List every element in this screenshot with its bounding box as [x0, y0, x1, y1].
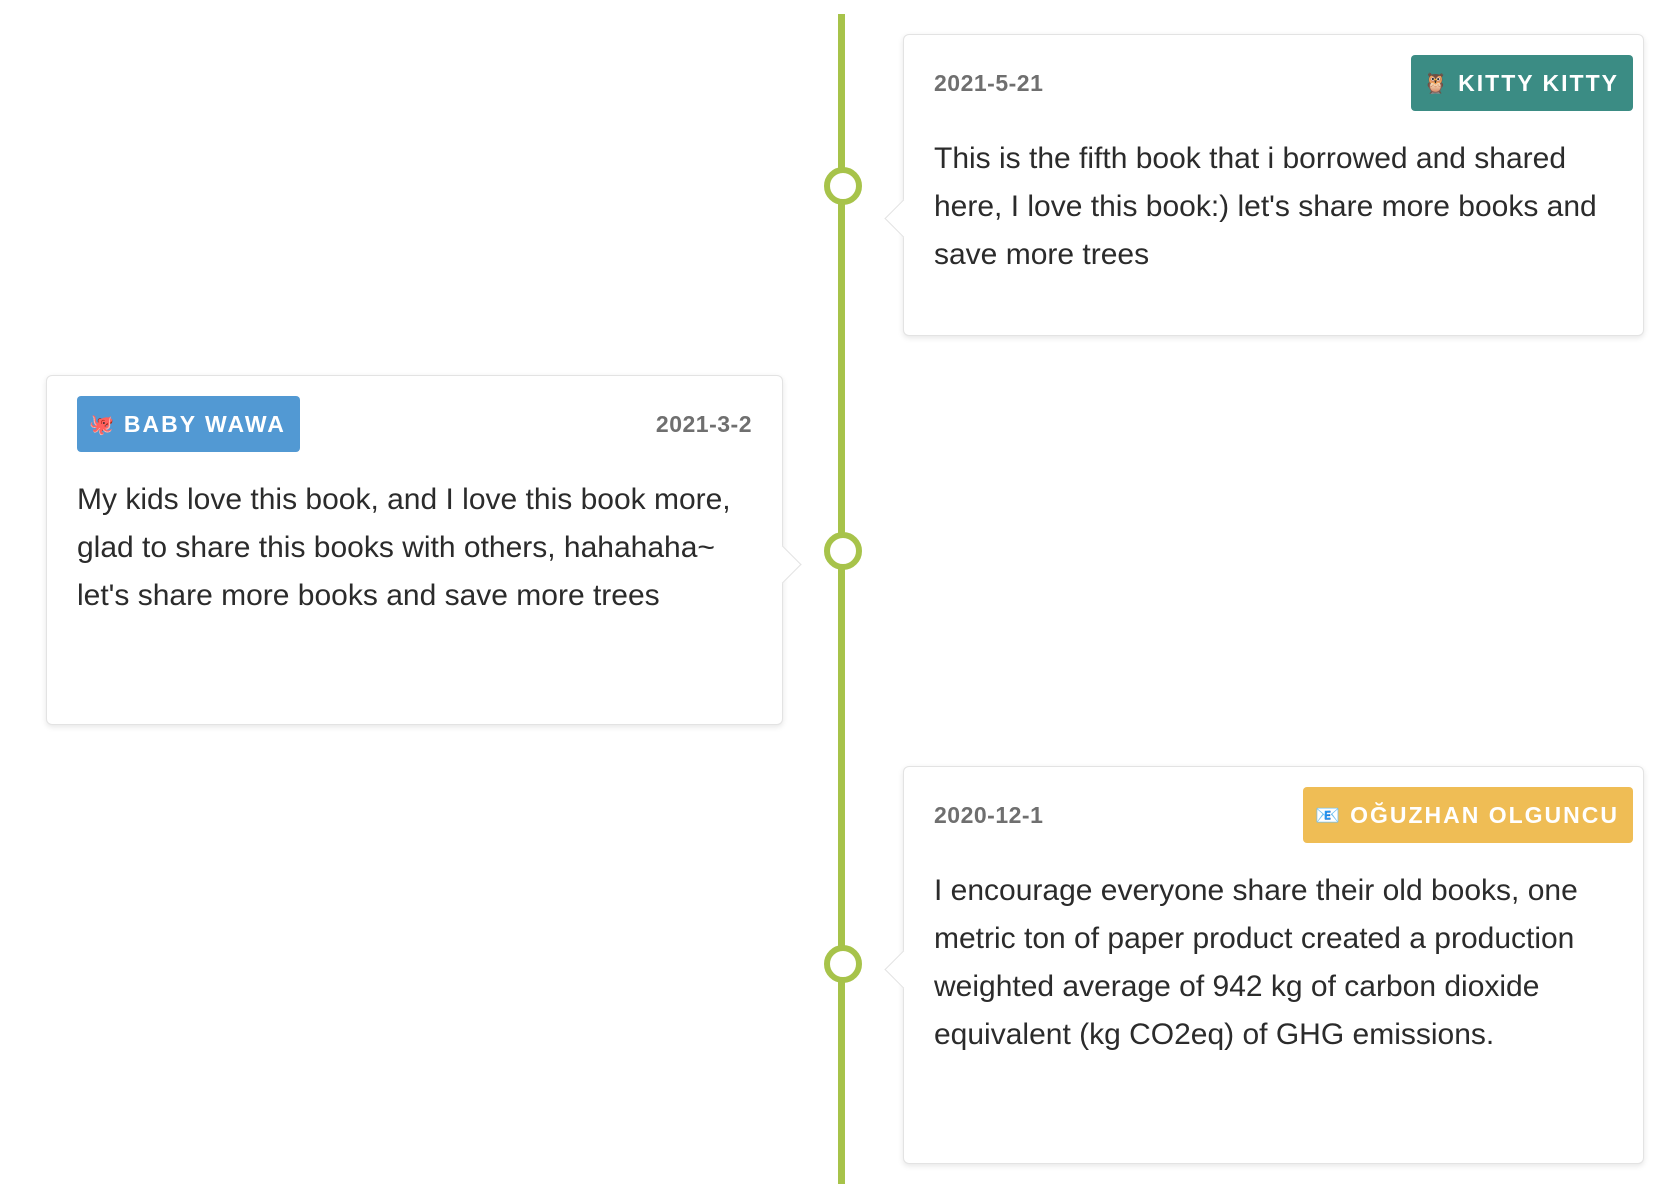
card-pointer [763, 545, 802, 584]
email-icon: 📧 [1315, 804, 1341, 827]
timeline-card: 2020-12-1 📧 OĞUZHAN OLGUNCU I encourage … [884, 766, 1644, 1164]
entry-text: This is the fifth book that i borrowed a… [934, 142, 1597, 271]
entry-text: I encourage everyone share their old boo… [934, 874, 1578, 1051]
entry-date: 2021-5-21 [934, 69, 1044, 96]
octopus-icon: 🐙 [89, 413, 114, 436]
timeline-card: 2021-5-21 🦉 KITTY KITTY This is the fift… [884, 34, 1644, 336]
user-name: BABY WAWA [123, 410, 286, 437]
owl-icon: 🦉 [1423, 72, 1449, 95]
user-badge[interactable]: 🦉 KITTY KITTY [1411, 55, 1633, 111]
timeline-card: 2021-3-2 🐙 BABY WAWA My kids love this b… [46, 375, 802, 725]
card-header: 2020-12-1 📧 OĞUZHAN OLGUNCU [934, 787, 1633, 843]
user-badge[interactable]: 🐙 BABY WAWA [77, 396, 300, 452]
entry-text: My kids love this book, and I love this … [77, 483, 731, 612]
timeline-line [838, 14, 845, 1184]
card-pointer [884, 199, 923, 238]
user-name: KITTY KITTY [1458, 69, 1619, 96]
card-header: 2021-5-21 🦉 KITTY KITTY [934, 55, 1633, 111]
card-header: 2021-3-2 🐙 BABY WAWA [77, 396, 752, 452]
timeline-node [824, 945, 862, 983]
card-pointer [884, 950, 923, 989]
timeline-node [824, 167, 862, 205]
timeline-node [824, 532, 862, 570]
entry-date: 2021-3-2 [655, 410, 752, 437]
user-badge[interactable]: 📧 OĞUZHAN OLGUNCU [1303, 787, 1633, 843]
user-name: OĞUZHAN OLGUNCU [1350, 801, 1619, 828]
entry-date: 2020-12-1 [934, 801, 1044, 828]
